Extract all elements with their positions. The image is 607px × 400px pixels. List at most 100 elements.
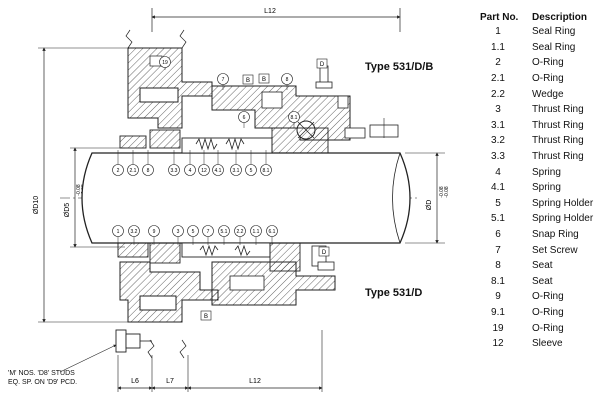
balloon-circle xyxy=(198,164,210,176)
lower-housing xyxy=(211,245,336,306)
stud-note-line-1: 'M' NOS. 'D8' STUDS xyxy=(8,370,75,377)
shaft xyxy=(81,152,411,244)
part-description: O-Ring xyxy=(532,322,564,334)
parts-table-row: 4 Spring xyxy=(470,164,602,180)
balloon-number: 3.2 xyxy=(131,229,138,235)
part-number: 8 xyxy=(495,260,501,272)
balloon-number: 4.1 xyxy=(215,168,222,174)
part-description: O-Ring xyxy=(532,291,564,303)
part-description: Seal Ring xyxy=(532,26,576,38)
parts-table-row: 3.3 Thrust Ring xyxy=(470,149,602,165)
balloon-callout: 8 xyxy=(281,73,293,90)
balloon-callout: 12 xyxy=(198,150,210,176)
part-description: Thrust Ring xyxy=(532,119,584,131)
balloon-circle xyxy=(168,164,180,176)
balloon-callout: 5.1 xyxy=(218,225,230,245)
balloon-callout: 1 xyxy=(112,225,124,245)
balloon-callout: 4 xyxy=(184,150,196,176)
part-description: Seat xyxy=(532,260,553,272)
balloon-circle xyxy=(212,164,224,176)
part-number: 3.3 xyxy=(491,151,505,163)
part-description: Spring Holder xyxy=(532,197,594,209)
balloon-callout: 8.1 xyxy=(288,111,300,128)
part-number: 3 xyxy=(495,104,501,116)
parts-table-row: 5 Spring Holder xyxy=(470,196,602,212)
balloon-number: 12 xyxy=(201,168,207,174)
port-tag: B xyxy=(200,310,212,321)
port-tag-box xyxy=(318,246,330,257)
part-number: 2 xyxy=(495,57,501,69)
l7-label: L7 xyxy=(166,378,174,385)
part-description: Thrust Ring xyxy=(532,135,584,147)
dimension-d-shaft: ØD -0.08 -0.08 xyxy=(405,152,450,244)
port-tag-letter: D xyxy=(322,250,327,256)
balloon-number: 1.1 xyxy=(253,229,260,235)
stud-note: 'M' NOS. 'D8' STUDS EQ. SP. ON 'D9' PCD. xyxy=(8,370,77,387)
part-description: Sleeve xyxy=(532,338,563,350)
part-number: 3.2 xyxy=(491,135,505,147)
balloon-callout: 5 xyxy=(187,225,199,245)
balloon-callout: 2.1 xyxy=(127,150,139,176)
balloon-callout: 1.1 xyxy=(250,225,262,245)
port-tag-box xyxy=(242,74,254,85)
part-description: Spring xyxy=(532,166,561,178)
balloon-circle xyxy=(184,164,196,176)
port-tag-letter: B xyxy=(262,77,266,83)
balloon-callout: 9 xyxy=(148,225,160,245)
part-number: 2.1 xyxy=(491,73,505,85)
part-description: Thrust Ring xyxy=(532,104,584,116)
balloon-callout: 8 xyxy=(142,150,154,176)
port-tag-box xyxy=(258,73,270,84)
balloon-callout: 7 xyxy=(202,225,214,245)
balloon-circle xyxy=(112,164,124,176)
balloon-circle xyxy=(245,164,257,176)
balloon-circle xyxy=(218,225,230,237)
part-description: Thrust Ring xyxy=(532,151,584,163)
port-tag: B xyxy=(258,73,270,84)
balloon-callout: 3 xyxy=(172,225,184,245)
part-number: 8.1 xyxy=(491,275,505,287)
balloon-number: 3 xyxy=(177,229,180,235)
balloon-circle xyxy=(238,111,250,123)
balloon-callout: 3.3 xyxy=(168,150,180,176)
balloon-number: 8.1 xyxy=(263,168,270,174)
d5-tolerance: -0.08 xyxy=(76,184,82,196)
part-number: 5 xyxy=(495,197,501,209)
balloon-number: 5 xyxy=(192,229,195,235)
part-number: 4 xyxy=(495,166,501,178)
port-tag-box xyxy=(316,58,328,69)
part-number: 5.1 xyxy=(491,213,505,225)
balloon-callout: 6 xyxy=(238,111,250,128)
parts-table-header: Part No. Description xyxy=(470,10,602,24)
part-number: 9.1 xyxy=(491,306,505,318)
balloon-circle xyxy=(159,56,171,68)
d-shaft-tolerance: -0.08 xyxy=(439,186,445,198)
parts-table-row: 3.2 Thrust Ring xyxy=(470,133,602,149)
d-shaft-tolerance-2: -0.08 xyxy=(444,186,450,198)
dimension-bottom: L6 L7 L12 xyxy=(117,330,323,392)
part-description: Spring xyxy=(532,182,561,194)
break-lines xyxy=(125,29,187,359)
balloon-circle xyxy=(202,225,214,237)
part-number: 1.1 xyxy=(491,41,505,53)
header-description: Description xyxy=(532,11,588,23)
balloon-circle xyxy=(288,111,300,123)
balloon-callout: 3.2 xyxy=(128,225,140,245)
balloon-number: 1 xyxy=(117,229,120,235)
balloon-callout: 5 xyxy=(245,150,257,176)
balloon-circle xyxy=(127,164,139,176)
